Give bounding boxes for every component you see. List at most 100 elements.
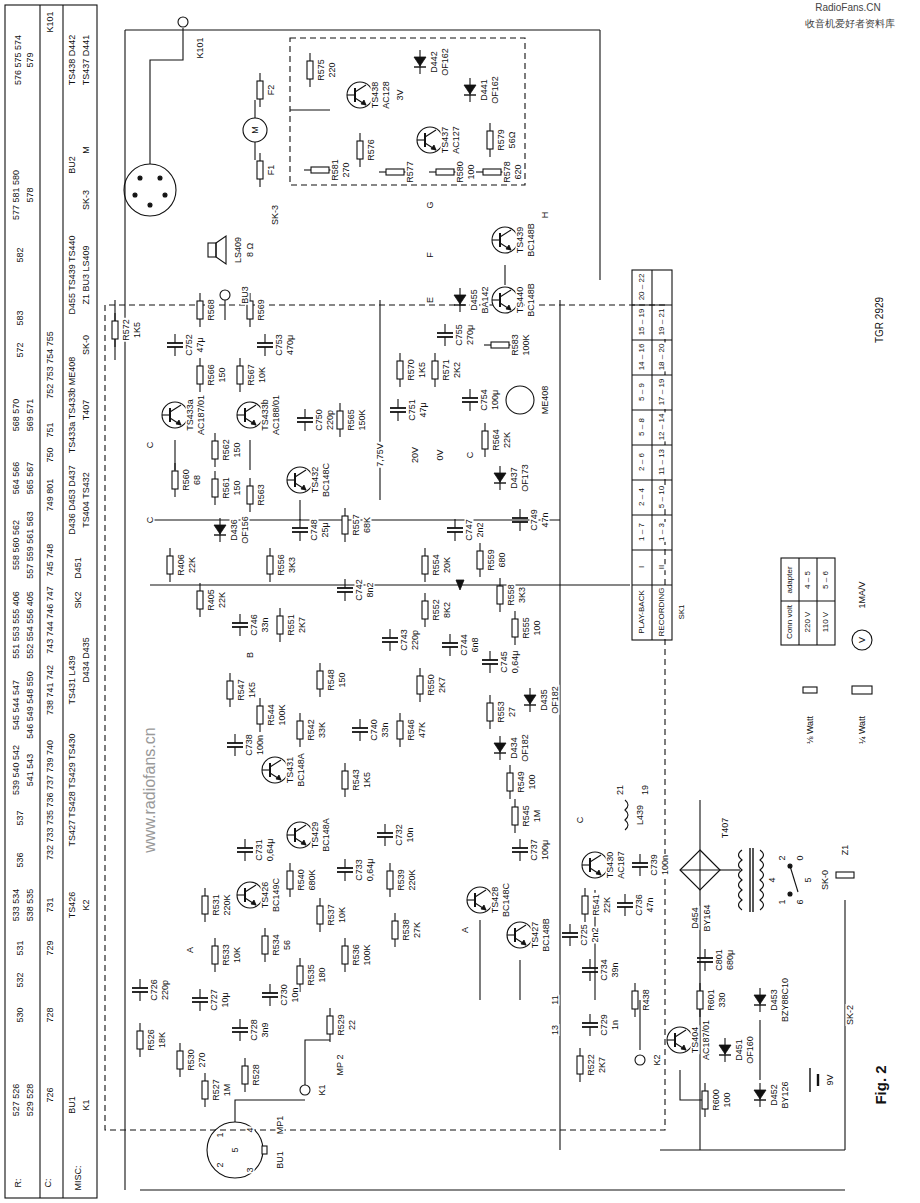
transistor-symbol [262, 757, 288, 783]
transistor-symbol [507, 934, 515, 935]
resistor-label: 220K [223, 893, 232, 916]
transformer-core [749, 848, 750, 912]
transistor-symbol [270, 773, 281, 780]
capacitor-label: 8n2 [366, 581, 375, 598]
capacitor-symbol [582, 971, 598, 973]
transistor-symbol [355, 98, 366, 105]
resistor-label: R568 [207, 298, 216, 322]
resistor-symbol [697, 991, 703, 1009]
resistor-label: R546 [407, 718, 416, 742]
component-lead [344, 579, 345, 588]
transformer-winding [760, 850, 764, 910]
component-lead [519, 852, 520, 861]
capacitor-label: 10n [406, 826, 415, 843]
capacitor-symbol [232, 1027, 248, 1029]
resistor-label: R555 [522, 616, 531, 640]
schematic-text: SK-3 [82, 189, 91, 211]
capacitor-label: 1n [611, 1019, 620, 1031]
component-lead [344, 859, 345, 868]
diode-symbol [464, 85, 476, 94]
schematic-text: 4 [768, 876, 777, 883]
transistor-symbol [244, 888, 246, 902]
resistor-symbol [342, 946, 348, 964]
capacitor-label: 39n [611, 961, 620, 978]
transistor-symbol [492, 239, 500, 240]
component-lead [444, 337, 445, 346]
schematic-text: MP 2 [336, 1054, 345, 1077]
component-lead [304, 422, 305, 431]
resistor-label: R572 [122, 318, 131, 342]
resistor-label: 10K [338, 906, 347, 924]
resistor-label: 1K5 [133, 321, 142, 339]
transistor-symbol [301, 840, 306, 845]
capacitor-label: 33n [261, 616, 270, 633]
capacitor-symbol [257, 342, 273, 344]
transistor-label: BC148C [502, 882, 511, 918]
transistor-label: AC187/01 [702, 1019, 711, 1061]
capacitor-label: 33n [381, 721, 390, 738]
table-cell: 5 – 9 [638, 382, 646, 402]
resistor-label: 22K [218, 591, 227, 609]
resistor-label: R535 [307, 963, 316, 987]
resistor-label: 620 [514, 163, 523, 180]
resistor-label: F1 [267, 164, 276, 177]
capacitor-label: C748 [310, 518, 319, 542]
diode-symbol [719, 1045, 731, 1054]
transistor-symbol [287, 822, 313, 848]
resistor-label: F2 [267, 84, 276, 97]
resistor-label: 2K7 [298, 616, 307, 634]
schematic-text: B [246, 651, 255, 659]
resistor-symbol [172, 471, 178, 489]
diode-label: BY126 [781, 1080, 790, 1109]
transistor-symbol [675, 1043, 686, 1050]
resistor-label: R549 [517, 770, 526, 794]
resistor-symbol [392, 921, 398, 939]
transistor-symbol [506, 305, 511, 310]
transistor-symbol [245, 898, 256, 905]
resistor-label: R541 [592, 893, 601, 917]
capacitor-symbol [192, 1001, 208, 1003]
transistor-label: TS433a [186, 398, 195, 432]
schematic-text: 738 741 742 [46, 664, 55, 716]
resistor-symbol [582, 896, 588, 914]
transistor-symbol [681, 1045, 686, 1050]
transistor-symbol [675, 1030, 686, 1037]
capacitor-label: C742 [355, 578, 364, 602]
board-boundary [105, 305, 665, 1130]
capacitor-label: C752 [185, 333, 194, 357]
transistor-symbol [237, 894, 245, 895]
transistor-symbol [667, 1027, 693, 1053]
schematic-text: BU2 [68, 155, 77, 175]
component-lead [469, 389, 470, 398]
capacitor-symbol [632, 866, 648, 868]
diode-label: D441 [480, 78, 489, 102]
capacitor-label: 270μ [466, 324, 475, 346]
wire [720, 869, 740, 870]
transistor-symbol [295, 838, 306, 845]
diode-label: D442 [430, 50, 439, 74]
schematic-text: M [251, 125, 260, 135]
capacitor-label: C745 [500, 650, 509, 674]
capacitor-symbol [447, 527, 463, 529]
wire [290, 109, 330, 110]
transistor-symbol [295, 825, 306, 832]
capacitor-label: C739 [650, 853, 659, 877]
transistor-symbol [475, 890, 486, 897]
diode-label: D453 [770, 988, 779, 1012]
transistor-label: TS404 [691, 1026, 700, 1055]
component-lead [397, 412, 398, 421]
capacitor-label: 680μ [726, 949, 735, 971]
resistor-symbol [277, 616, 283, 634]
capacitor-symbol [232, 626, 248, 628]
resistor-label: 2K7 [438, 676, 447, 694]
capacitor-label: C801 [715, 948, 724, 972]
resistor-label: R567 [247, 363, 256, 387]
component-lead [489, 664, 490, 673]
resistor-label: 22K [603, 896, 612, 914]
schematic-text: 579 [26, 51, 35, 68]
resistor-symbol [386, 169, 404, 175]
component-lead [174, 334, 175, 343]
resistor-label: R557 [352, 513, 361, 537]
transistor-symbol [287, 834, 295, 835]
capacitor-symbol [297, 417, 313, 419]
